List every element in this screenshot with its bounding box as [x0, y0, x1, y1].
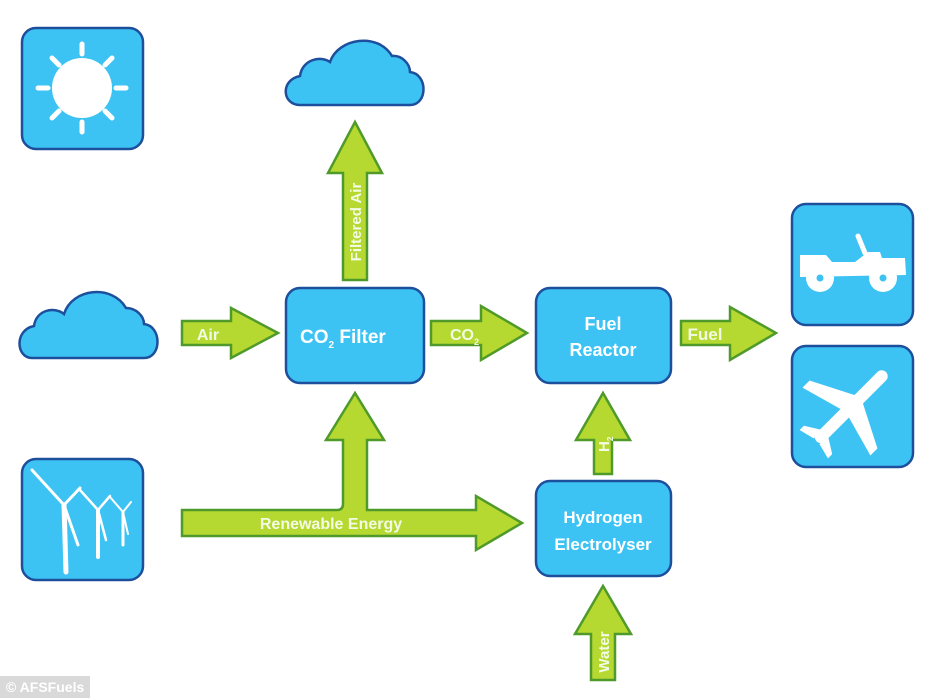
- air-source-cloud-icon: [18, 291, 159, 360]
- wind-turbines-icon: [30, 468, 132, 575]
- water-arrow: Water: [572, 583, 634, 682]
- fuel-reactor-box: Fuel Reactor: [534, 286, 673, 385]
- h2-arrow: H2: [573, 390, 633, 476]
- air-arrow-label: Air: [197, 327, 219, 344]
- electrolyser-background: [534, 479, 673, 578]
- image-credit: © AFSFuels: [0, 676, 91, 698]
- fuel-reactor-label-line1: Fuel: [584, 314, 621, 334]
- electrolyser-label-line1: Hydrogen: [563, 508, 642, 527]
- air-arrow: Air: [180, 305, 281, 361]
- filtered-air-arrow-label: Filtered Air: [348, 183, 365, 262]
- electrolyser-label-line2: Electrolyser: [554, 535, 652, 554]
- wind-tile-background: [20, 457, 145, 582]
- filtered-air-arrow: Filtered Air: [325, 119, 385, 282]
- electrolyser-box: Hydrogen Electrolyser: [534, 479, 673, 578]
- fuel-reactor-background: [534, 286, 673, 385]
- renewable-energy-arrow-label: Renewable Energy: [260, 516, 402, 533]
- car-icon: [800, 233, 906, 292]
- fuel-arrow: Fuel: [679, 304, 779, 363]
- plane-tile: [790, 344, 915, 469]
- co2-arrow-label: CO2: [450, 327, 479, 347]
- co2-filter-background: [284, 286, 426, 385]
- co2-filter-label: CO2 Filter: [300, 327, 386, 351]
- co2-filter-box: CO2 Filter: [284, 286, 426, 385]
- sun-icon: [35, 41, 129, 135]
- renewable-energy-arrow: Renewable Energy: [180, 390, 525, 553]
- water-arrow-label: Water: [596, 631, 613, 672]
- co2-arrow: CO2: [429, 303, 530, 363]
- h2-arrow-label: H2: [596, 436, 615, 452]
- filtered-air-cloud-icon: [284, 39, 425, 107]
- airplane-icon: [799, 370, 888, 459]
- wind-tile: [20, 457, 145, 582]
- sun-tile: [20, 26, 145, 151]
- car-tile: [790, 202, 915, 327]
- fuel-arrow-label: Fuel: [688, 325, 723, 344]
- fuel-reactor-label-line2: Reactor: [569, 340, 636, 360]
